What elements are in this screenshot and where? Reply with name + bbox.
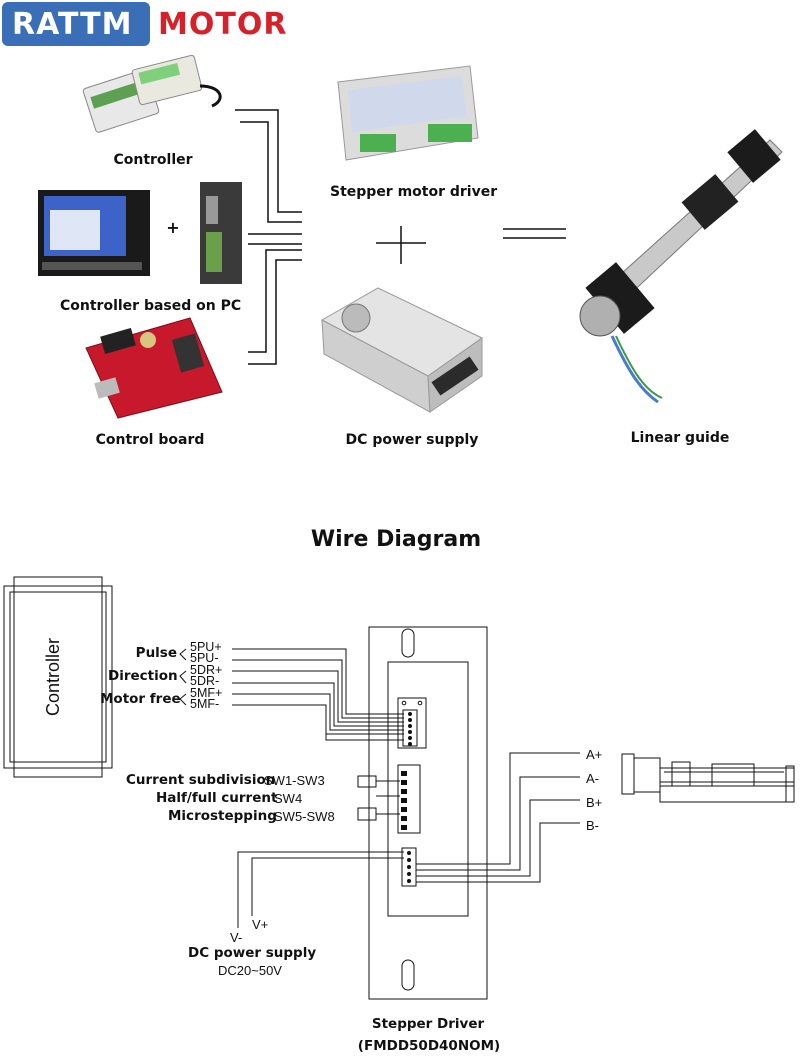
wire-diagram-title: Wire Diagram: [310, 527, 482, 552]
motor-pin-b-plus: B+: [586, 795, 603, 810]
driver-label: Stepper motor driver: [330, 184, 498, 200]
pin-5dr-plus: 5DR+: [190, 663, 223, 677]
signal-wires: [179, 648, 404, 741]
power-wires: [237, 851, 404, 928]
power-motor-terminal: [401, 847, 417, 887]
control-board-label: Control board: [95, 432, 205, 448]
power-supply-label: DC power supply: [345, 432, 479, 448]
controller-label: Controller: [113, 152, 193, 168]
pc-controller-label: Controller based on PC: [60, 298, 242, 314]
switch-block: [397, 764, 421, 834]
controller-box: [3, 576, 113, 778]
pc-controller-illustration: [38, 182, 242, 284]
driver-box: [368, 626, 488, 1000]
motor-pin-a-plus: A+: [586, 747, 603, 762]
power-supply-wire-label: DC power supply: [188, 945, 317, 961]
signal-terminal: [397, 697, 427, 749]
pin-5dr-minus: 5DR-: [190, 674, 220, 688]
pin-5pu-plus: 5PU+: [190, 640, 222, 654]
switch-half-full-current: Half/full current: [156, 790, 278, 806]
brand-badge: [2, 2, 150, 46]
driver-illustration: [337, 65, 479, 161]
controller-device-illustration: [82, 54, 222, 133]
brand-logo: RATTM MOTOR: [2, 2, 286, 46]
switch-code-sw4: SW4: [274, 791, 303, 806]
control-board-illustration: [85, 317, 223, 419]
signal-group-pulse: Pulse: [135, 645, 177, 661]
system-connection-lines: [235, 109, 566, 365]
brand-name-secondary: MOTOR: [158, 7, 288, 42]
power-supply-illustration: [320, 287, 483, 413]
driver-model: (FMDD50D40NOM): [357, 1038, 501, 1054]
signal-group-direction: Direction: [108, 668, 178, 684]
power-v-plus: V+: [252, 917, 269, 932]
power-range: DC20~50V: [218, 963, 282, 978]
signal-group-motor-free: Motor free: [100, 691, 181, 707]
linear-guide-small: [621, 753, 795, 803]
switch-current-subdivision: Current subdivision: [126, 772, 276, 788]
pin-5pu-minus: 5PU-: [190, 651, 219, 665]
power-v-minus: V-: [230, 930, 243, 945]
motor-wires: [416, 752, 580, 883]
motor-pin-a-minus: A-: [586, 771, 599, 786]
linear-guide-label: Linear guide: [630, 430, 730, 446]
terminal-pins: [401, 712, 412, 883]
switch-microstepping: Microstepping: [168, 808, 277, 824]
pin-5mf-minus: 5MF-: [190, 697, 220, 711]
switch-code-sw5-sw8: SW5-SW8: [274, 809, 335, 824]
linear-guide-illustration: [579, 129, 783, 404]
switch-brackets: [357, 775, 400, 821]
brand-name-primary: RATTM: [12, 7, 133, 42]
controller-box-label: Controller: [43, 637, 63, 717]
plus-sign: +: [166, 218, 180, 237]
pin-5mf-plus: 5MF+: [190, 686, 223, 700]
motor-pin-b-minus: B-: [586, 818, 599, 833]
driver-name: Stepper Driver: [371, 1016, 485, 1032]
switch-code-sw1-sw3: SW1-SW3: [264, 773, 325, 788]
